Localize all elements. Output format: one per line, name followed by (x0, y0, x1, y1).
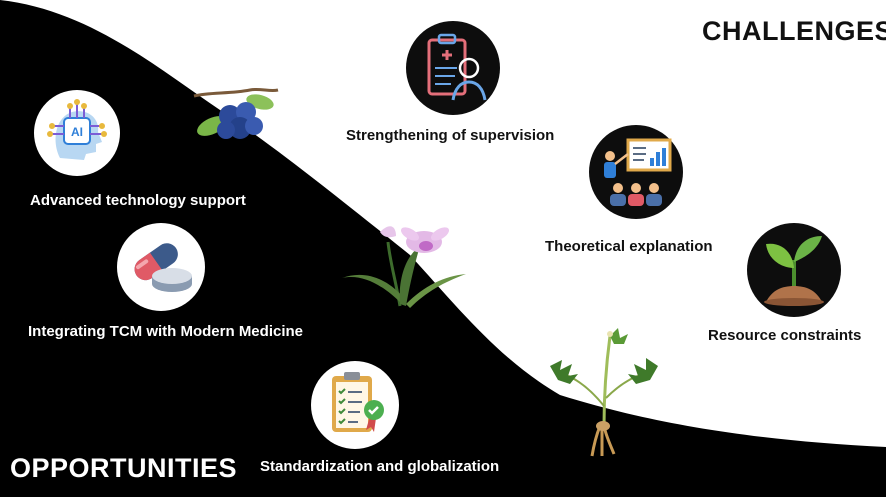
orchid-illustration (342, 226, 466, 308)
clipboard-doctor-icon (406, 21, 500, 115)
opportunity-label-advanced-technology: Advanced technology support (30, 192, 246, 209)
opportunities-heading: OPPORTUNITIES (10, 453, 238, 483)
opportunity-label-integrating-tcm: Integrating TCM with Modern Medicine (28, 323, 303, 340)
seedling-soil-icon (747, 223, 841, 317)
opportunity-label-standardization: Standardization and globalization (260, 458, 500, 475)
ginseng-illustration (550, 328, 658, 457)
blueberry-illustration (193, 87, 279, 139)
challenge-label-theoretical: Theoretical explanation (545, 238, 713, 255)
presentation-audience-icon (589, 125, 683, 219)
challenge-label-supervision: Strengthening of supervision (346, 127, 555, 144)
svg-text:AI: AI (71, 125, 83, 139)
challenge-label-resource: Resource constraints (708, 327, 862, 344)
challenges-heading: CHALLENGES (702, 16, 886, 46)
ai-head-icon: AI (34, 90, 120, 176)
checklist-badge-icon (311, 361, 399, 449)
pill-capsule-icon (117, 223, 205, 311)
